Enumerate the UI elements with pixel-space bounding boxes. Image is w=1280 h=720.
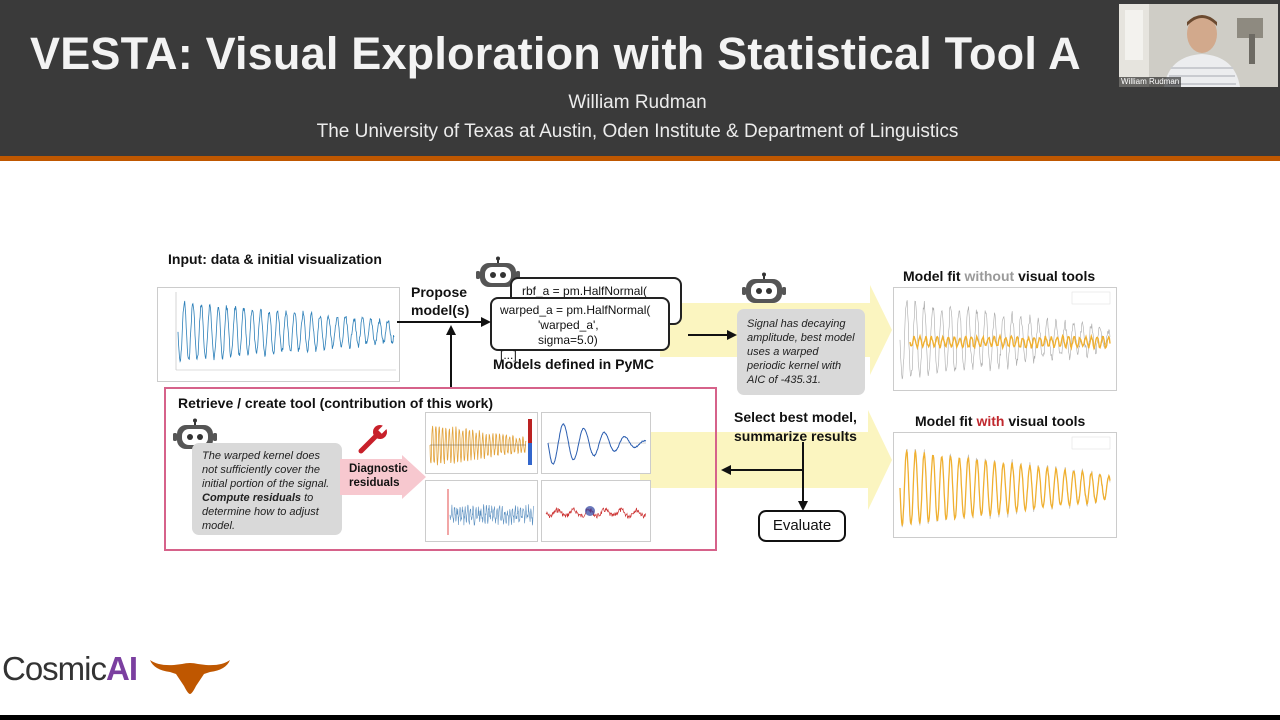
tool-contribution-box [164, 387, 717, 551]
cosmicai-logo: CosmicAI [2, 650, 138, 688]
fit-with-suffix: visual tools [1004, 413, 1086, 429]
residual-chart-4 [545, 506, 647, 520]
slide-affiliation: The University of Texas at Austin, Oden … [316, 121, 959, 142]
slide-author: William Rudman [568, 92, 707, 113]
slide-header [0, 0, 1280, 158]
tool-bubble-bold: Compute residuals [202, 492, 302, 504]
code-back-line: rbf_a = pm.HalfNormal( [522, 284, 648, 298]
header-stripe [0, 156, 1280, 161]
code-line-3: [...] [500, 348, 517, 362]
models-caption: Models defined in PyMC [493, 356, 655, 372]
fit-with-chart [899, 436, 1111, 528]
arrows-left [397, 317, 491, 388]
wrench-icon [357, 421, 391, 460]
diagnostic-arrow [340, 455, 426, 499]
fit-with-highlight: with [976, 413, 1005, 429]
fit-without-prefix: Model fit [903, 268, 965, 284]
robot-icon [476, 256, 520, 295]
residual-plot-3 [425, 480, 538, 542]
diagnostic-residuals-label: Diagnostic residuals [349, 463, 408, 489]
tool-reasoning-bubble: The warped kernel does not sufficiently … [192, 443, 342, 535]
select-best-label: Select best model, summarize results [734, 409, 857, 444]
robot-icon [742, 272, 786, 311]
retrieve-tool-label: Retrieve / create tool (contribution of … [178, 395, 494, 411]
tool-bubble-end: to determine how to adjust model. [202, 492, 319, 532]
slide-title: VESTA: Visual Exploration with Statistic… [30, 28, 1081, 79]
fit-without-suffix: visual tools [1014, 268, 1096, 284]
webcam-name-tag: William Rudman [1119, 77, 1182, 87]
fit-without-plot [893, 287, 1117, 391]
residual-plot-1 [425, 412, 538, 474]
cosmicai-logo-text-2: AI [106, 650, 138, 687]
fit-with-prefix: Model fit [915, 413, 977, 429]
input-plot [157, 287, 400, 382]
code-line-2: 'warped_a', sigma=5.0) [538, 318, 599, 347]
residual-chart-3 [447, 489, 535, 535]
longhorn-icon [148, 654, 232, 701]
arrows-right [721, 442, 808, 511]
residual-chart-2 [547, 423, 647, 465]
flow-arrow-bottom [640, 410, 892, 510]
propose-models-label: Propose model(s) [411, 284, 470, 318]
webcam-video [1119, 4, 1278, 87]
fit-with-title: Model fit with visual tools [915, 413, 1085, 429]
code-box-front: warped_a = pm.HalfNormal( 'warped_a', si… [490, 297, 670, 362]
fit-without-title: Model fit without visual tools [903, 268, 1095, 284]
tool-bubble-text: The warped kernel does not sufficiently … [202, 450, 330, 490]
residual-plot-4 [541, 480, 651, 542]
residual-plot-2 [541, 412, 651, 474]
input-signal-chart [175, 292, 396, 371]
cosmicai-logo-text-1: Cosmic [2, 650, 107, 687]
code-line-1: warped_a = pm.HalfNormal( [500, 303, 651, 317]
residual-chart-1 [429, 419, 532, 466]
evaluate-node: Evaluate [758, 510, 846, 542]
fit-without-highlight: without [964, 268, 1015, 284]
webcam-picture [1119, 4, 1278, 87]
fit-with-plot [893, 432, 1117, 538]
assistant-summary-bubble: Signal has decaying amplitude, best mode… [737, 309, 865, 395]
bottom-bar [0, 715, 1280, 720]
fit-without-chart [899, 291, 1111, 380]
input-label: Input: data & initial visualization [168, 251, 382, 267]
arrow-to-bubble [688, 330, 737, 340]
